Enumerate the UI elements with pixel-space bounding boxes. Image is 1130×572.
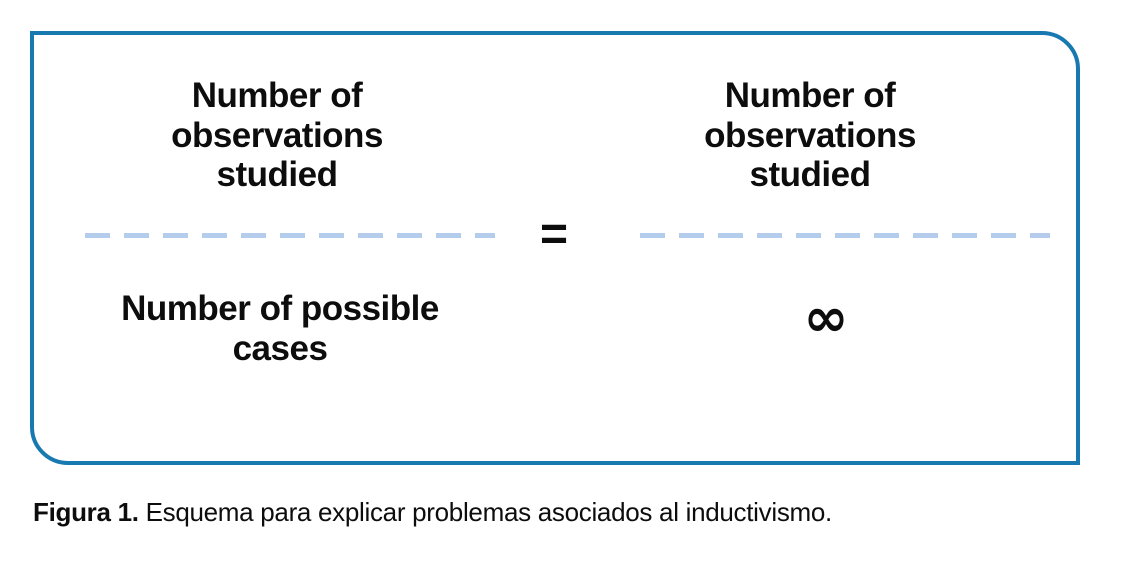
figure-caption: Figura 1. Esquema para explicar problema… xyxy=(33,497,832,528)
left-fraction-denominator: Number of possible cases xyxy=(121,289,439,368)
right-fraction-numerator: Number of observations studied xyxy=(704,76,916,195)
diagram-box xyxy=(30,31,1080,465)
right-fraction-bar xyxy=(640,233,1050,238)
figure-caption-text: Esquema para explicar problemas asociado… xyxy=(138,497,833,527)
equals-sign: = xyxy=(540,208,569,261)
infinity-symbol: ∞ xyxy=(803,286,849,349)
left-fraction-numerator: Number of observations studied xyxy=(171,76,383,195)
figure-caption-label: Figura 1. xyxy=(33,497,139,527)
left-fraction-bar xyxy=(85,233,495,238)
